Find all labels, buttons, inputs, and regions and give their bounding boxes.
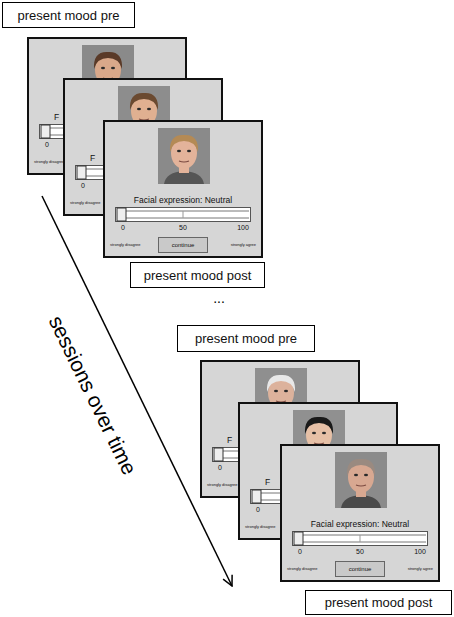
screen-text: strongly disagree: [245, 525, 275, 529]
rating-screen: Facial expression: Neutral 0 50 100 strongly…: [103, 120, 263, 258]
screen-text: 0: [218, 464, 222, 471]
stage-label-box: present mood pre: [177, 325, 315, 352]
photo-hair: [94, 52, 122, 69]
rating-screen: Facial expression: Neutral 0 50 100 strongly…: [280, 444, 440, 582]
photo-eye: [137, 108, 141, 110]
axis-label: sessions over time: [45, 312, 140, 478]
slider-track: [293, 532, 428, 546]
continue-button: continue: [335, 561, 385, 577]
button-label: continue: [349, 566, 372, 572]
photo-eye: [111, 67, 115, 69]
screen-text: strongly agree: [408, 567, 433, 571]
screen-text: 100: [414, 548, 426, 555]
photo-eye: [101, 67, 105, 69]
screen-text: strongly agree: [231, 243, 256, 247]
screen-text: 0: [121, 224, 125, 231]
ellipsis: ...: [213, 291, 225, 305]
screen-text: F: [227, 436, 232, 445]
screen-text: 0: [45, 141, 49, 148]
screen-text: 50: [179, 224, 187, 231]
face-photo: [335, 452, 387, 508]
photo-eye: [187, 150, 191, 152]
screen-text: F: [90, 154, 95, 163]
photo-eye: [354, 474, 358, 476]
stage-label-box: present mood post: [130, 262, 265, 288]
screen-text: F: [265, 478, 270, 487]
screen-text: strongly disagree: [287, 567, 317, 571]
screen-text: strongly disagree: [70, 201, 100, 205]
screen-text: 0: [298, 548, 302, 555]
slider-tick: [183, 211, 184, 218]
face-photo: [158, 128, 210, 184]
photo-hair: [305, 417, 333, 434]
stage-label: present mood post: [144, 269, 252, 282]
photo-background: [158, 128, 210, 184]
screen-text: Facial expression: Neutral: [134, 196, 232, 205]
screen-text: strongly disagree: [207, 483, 237, 487]
photo-hair: [170, 135, 198, 152]
slider-track: [116, 208, 251, 222]
slider-tick: [360, 535, 361, 542]
photo-background: [335, 452, 387, 508]
photo-eye: [284, 390, 288, 392]
slider-handle: [214, 448, 223, 461]
stage-label-box: present mood pre: [2, 2, 135, 28]
slider-handle: [77, 166, 86, 179]
screen-text: strongly disagree: [34, 160, 64, 164]
stage-label: present mood post: [325, 596, 433, 609]
slider-handle: [294, 532, 303, 545]
screen-text: Facial expression: Neutral: [311, 520, 409, 529]
stage-label: present mood pre: [195, 332, 297, 345]
rating-slider: [115, 207, 251, 222]
photo-hair: [347, 459, 375, 476]
slider-handle: [252, 490, 261, 503]
photo-mouth: [179, 161, 189, 162]
screen-text: 100: [237, 224, 249, 231]
photo-eye: [177, 150, 181, 152]
photo-eye: [147, 108, 151, 110]
slider-handle: [41, 125, 50, 138]
photo-hair: [267, 375, 295, 392]
screen-text: F: [54, 113, 59, 122]
photo-eye: [274, 390, 278, 392]
screen-text: strongly disagree: [110, 243, 140, 247]
stage-label-box: present mood post: [305, 590, 452, 615]
screen-text: 0: [81, 182, 85, 189]
photo-eye: [364, 474, 368, 476]
stage-label: present mood pre: [18, 9, 120, 22]
screen-text: 0: [256, 506, 260, 513]
photo-eye: [322, 432, 326, 434]
continue-button: continue: [158, 237, 208, 253]
slider-handle: [117, 208, 126, 221]
button-label: continue: [172, 242, 195, 248]
screen-text: 50: [356, 548, 364, 555]
rating-slider: [292, 531, 428, 546]
photo-hair: [130, 93, 158, 110]
photo-eye: [312, 432, 316, 434]
photo-mouth: [356, 485, 366, 486]
